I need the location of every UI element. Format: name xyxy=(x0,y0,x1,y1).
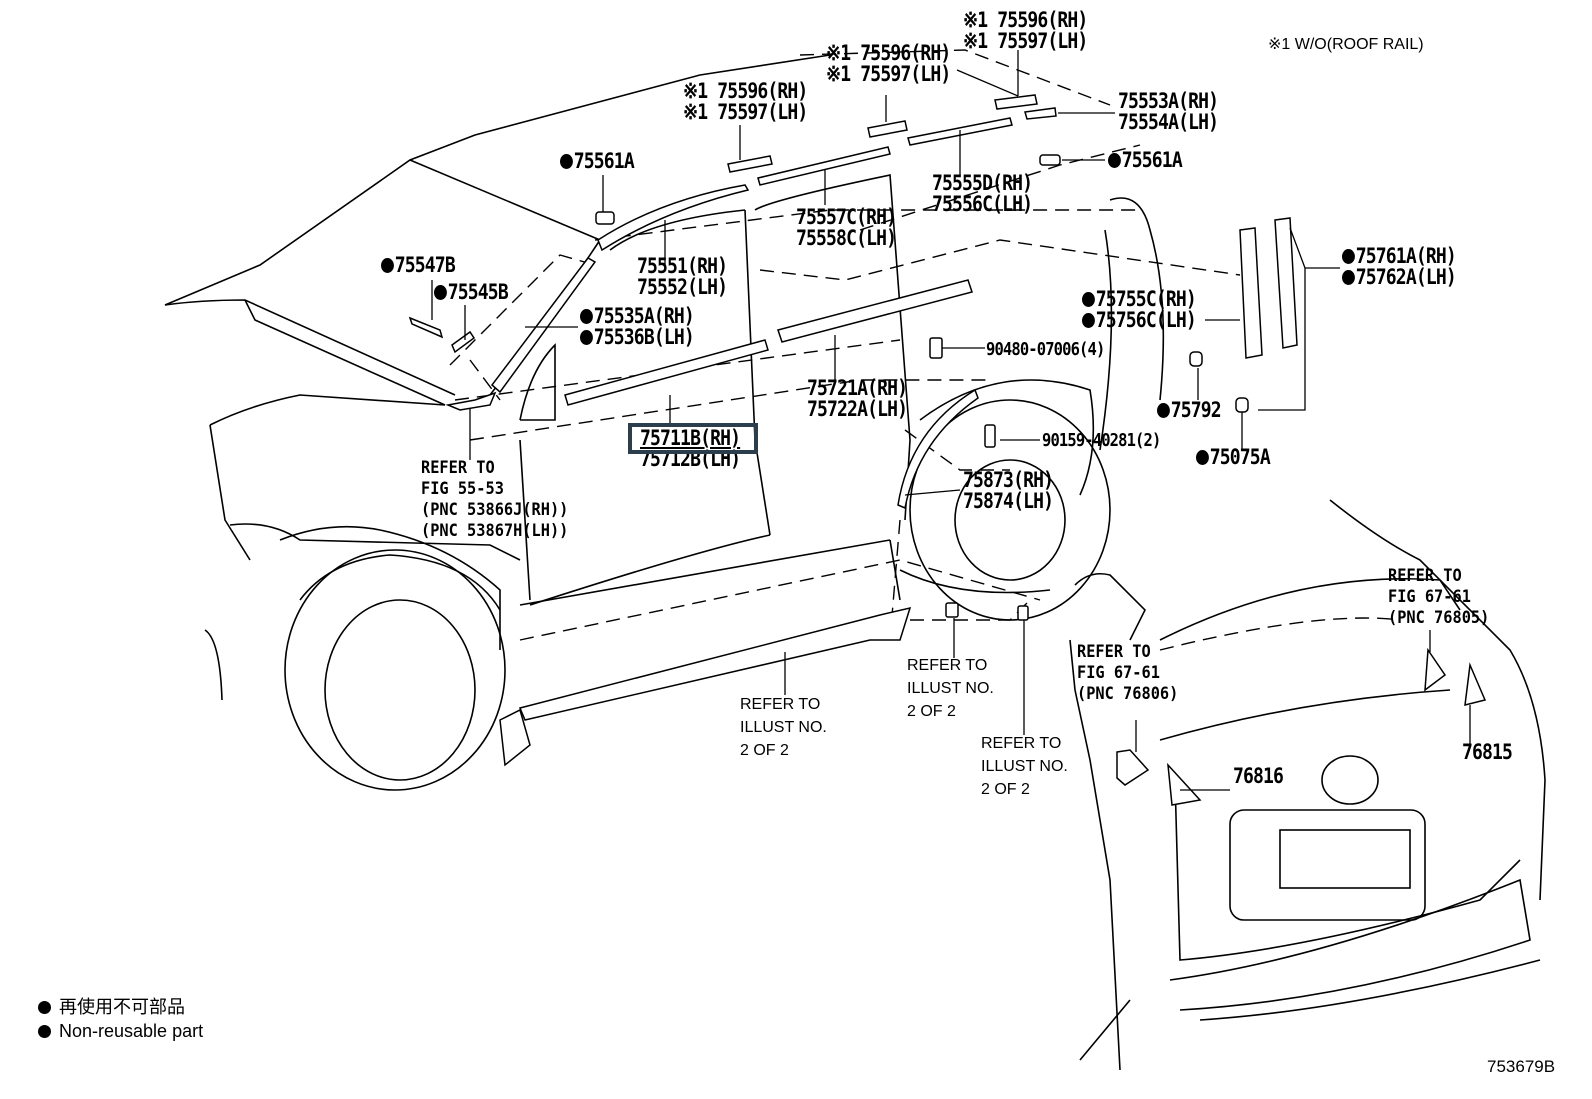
part-number: 75555D(RH) xyxy=(932,171,1033,195)
leader-lines xyxy=(431,50,1471,791)
part-number: 75547B xyxy=(394,253,456,277)
roof-rail-note: ※1 W/O(ROOF RAIL) xyxy=(1268,36,1424,53)
non-reusable-marker-icon xyxy=(38,1001,51,1014)
part-number: 75075A xyxy=(1209,445,1271,469)
part-number: 76816 xyxy=(1233,764,1284,788)
part-number: 75755C(RH) xyxy=(1095,287,1197,311)
callout-75557C-75558C: 75557C(RH)75558C(LH) xyxy=(796,205,897,250)
reference-illust-2-of-2-screw: REFER TO ILLUST NO. 2 OF 2 xyxy=(981,735,1068,798)
callout-75721A-75722A: 75721A(RH)75722A(LH) xyxy=(807,376,908,421)
callout-75755C-75756C: 75755C(RH)75756C(LH) xyxy=(1082,287,1197,332)
callout-75547B: 75547B xyxy=(381,253,456,277)
callout-76816: 76816 xyxy=(1233,764,1284,788)
part-number: ※1 75597(LH) xyxy=(826,62,951,86)
part-number: ※1 75596(RH) xyxy=(683,79,808,103)
dashed-guides xyxy=(449,49,1241,641)
part-number: 75553A(RH) xyxy=(1118,89,1219,113)
part-number: 75536B(LH) xyxy=(593,325,695,349)
part-number: 90159-40281(2) xyxy=(1042,430,1161,451)
reference-fig-67-61-76806: REFER TO FIG 67-61 (PNC 76806) xyxy=(1077,642,1179,704)
part-number: 75557C(RH) xyxy=(796,205,897,229)
part-number: 75554A(LH) xyxy=(1118,110,1219,134)
part-number: 75792 xyxy=(1170,398,1222,422)
callout-75535A-75536B: 75535A(RH)75536B(LH) xyxy=(580,304,695,349)
legend-english-text: Non-reusable part xyxy=(59,1021,204,1041)
part-number: ※1 75597(LH) xyxy=(963,29,1088,53)
part-number: 75535A(RH) xyxy=(593,304,695,328)
part-number: 76815 xyxy=(1462,740,1513,764)
part-number: 75561A xyxy=(573,149,635,173)
reference-illust-2-of-2-clip: REFER TO ILLUST NO. 2 OF 2 xyxy=(907,657,994,720)
legend: 再使用不可部品 Non-reusable part xyxy=(38,995,203,1043)
non-reusable-marker-icon xyxy=(1196,450,1209,465)
non-reusable-marker-icon xyxy=(38,1025,51,1038)
non-reusable-marker-icon xyxy=(1342,270,1355,285)
callout-90159-40281: 90159-40281(2) xyxy=(1042,430,1161,451)
selected-part-highlight xyxy=(628,423,758,454)
callout-75596-75597-top: ※1 75596(RH)※1 75597(LH) xyxy=(963,8,1088,53)
reference-fig-67-61-76805: REFER TO FIG 67-61 (PNC 76805) xyxy=(1388,566,1490,628)
reference-illust-2-of-2-rocker: REFER TO ILLUST NO. 2 OF 2 xyxy=(740,696,827,759)
callout-75545B: 75545B xyxy=(434,280,509,304)
part-number: ※1 75596(RH) xyxy=(826,41,951,65)
callout-75553A-75554A: 75553A(RH)75554A(LH) xyxy=(1118,89,1219,134)
callout-75075A: 75075A xyxy=(1196,445,1271,469)
callout-75561A-front: 75561A xyxy=(560,149,635,173)
non-reusable-marker-icon xyxy=(580,330,593,345)
callout-90480-07006: 90480-07006(4) xyxy=(986,339,1105,360)
non-reusable-marker-icon xyxy=(1082,313,1095,328)
part-number: 75756C(LH) xyxy=(1095,308,1197,332)
callout-75561A-rear: 75561A xyxy=(1108,148,1183,172)
legend-japanese-text: 再使用不可部品 xyxy=(59,997,185,1017)
parts xyxy=(408,94,1298,767)
legend-japanese: 再使用不可部品 xyxy=(38,995,203,1019)
callout-75596-75597-front: ※1 75596(RH)※1 75597(LH) xyxy=(683,79,808,124)
callout-76815: 76815 xyxy=(1462,740,1513,764)
rear-view-inset xyxy=(1069,499,1546,1071)
part-number: 75558C(LH) xyxy=(796,226,897,250)
non-reusable-marker-icon xyxy=(434,285,447,300)
part-number: 75873(RH) xyxy=(963,468,1054,492)
non-reusable-marker-icon xyxy=(560,154,573,169)
callout-75551-75552: 75551(RH)75552(LH) xyxy=(637,254,728,299)
part-number: 75551(RH) xyxy=(637,254,728,278)
part-number: 75721A(RH) xyxy=(807,376,908,400)
part-number: 75762A(LH) xyxy=(1355,265,1457,289)
callout-75596-75597-mid: ※1 75596(RH)※1 75597(LH) xyxy=(826,41,951,86)
callout-75792: 75792 xyxy=(1157,398,1222,422)
non-reusable-marker-icon xyxy=(381,258,394,273)
part-number: 75556C(LH) xyxy=(932,192,1033,216)
part-number: ※1 75597(LH) xyxy=(683,100,808,124)
callout-75873-75874: 75873(RH)75874(LH) xyxy=(963,468,1054,513)
callout-75555D-75556C: 75555D(RH)75556C(LH) xyxy=(932,171,1033,216)
part-number: 75561A xyxy=(1121,148,1183,172)
non-reusable-marker-icon xyxy=(1157,403,1170,418)
part-number: 75722A(LH) xyxy=(807,397,908,421)
non-reusable-marker-icon xyxy=(1082,292,1095,307)
part-number: 75874(LH) xyxy=(963,489,1054,513)
part-number: 75552(LH) xyxy=(637,275,728,299)
part-number: ※1 75596(RH) xyxy=(963,8,1088,32)
part-number-highlighted[interactable]: 75711B(RH) xyxy=(640,426,741,450)
non-reusable-marker-icon xyxy=(1342,249,1355,264)
part-number: 75761A(RH) xyxy=(1355,244,1457,268)
reference-fig-55-53: REFER TO FIG 55-53 (PNC 53866J(RH)) (PNC… xyxy=(421,458,569,541)
figure-number: 753679B xyxy=(1487,1057,1556,1076)
non-reusable-marker-icon xyxy=(1108,153,1121,168)
legend-english: Non-reusable part xyxy=(38,1019,203,1043)
part-number: 75545B xyxy=(447,280,509,304)
callout-75761A-75762A: 75761A(RH)75762A(LH) xyxy=(1342,244,1457,289)
non-reusable-marker-icon xyxy=(580,309,593,324)
part-number: 90480-07006(4) xyxy=(986,339,1105,360)
